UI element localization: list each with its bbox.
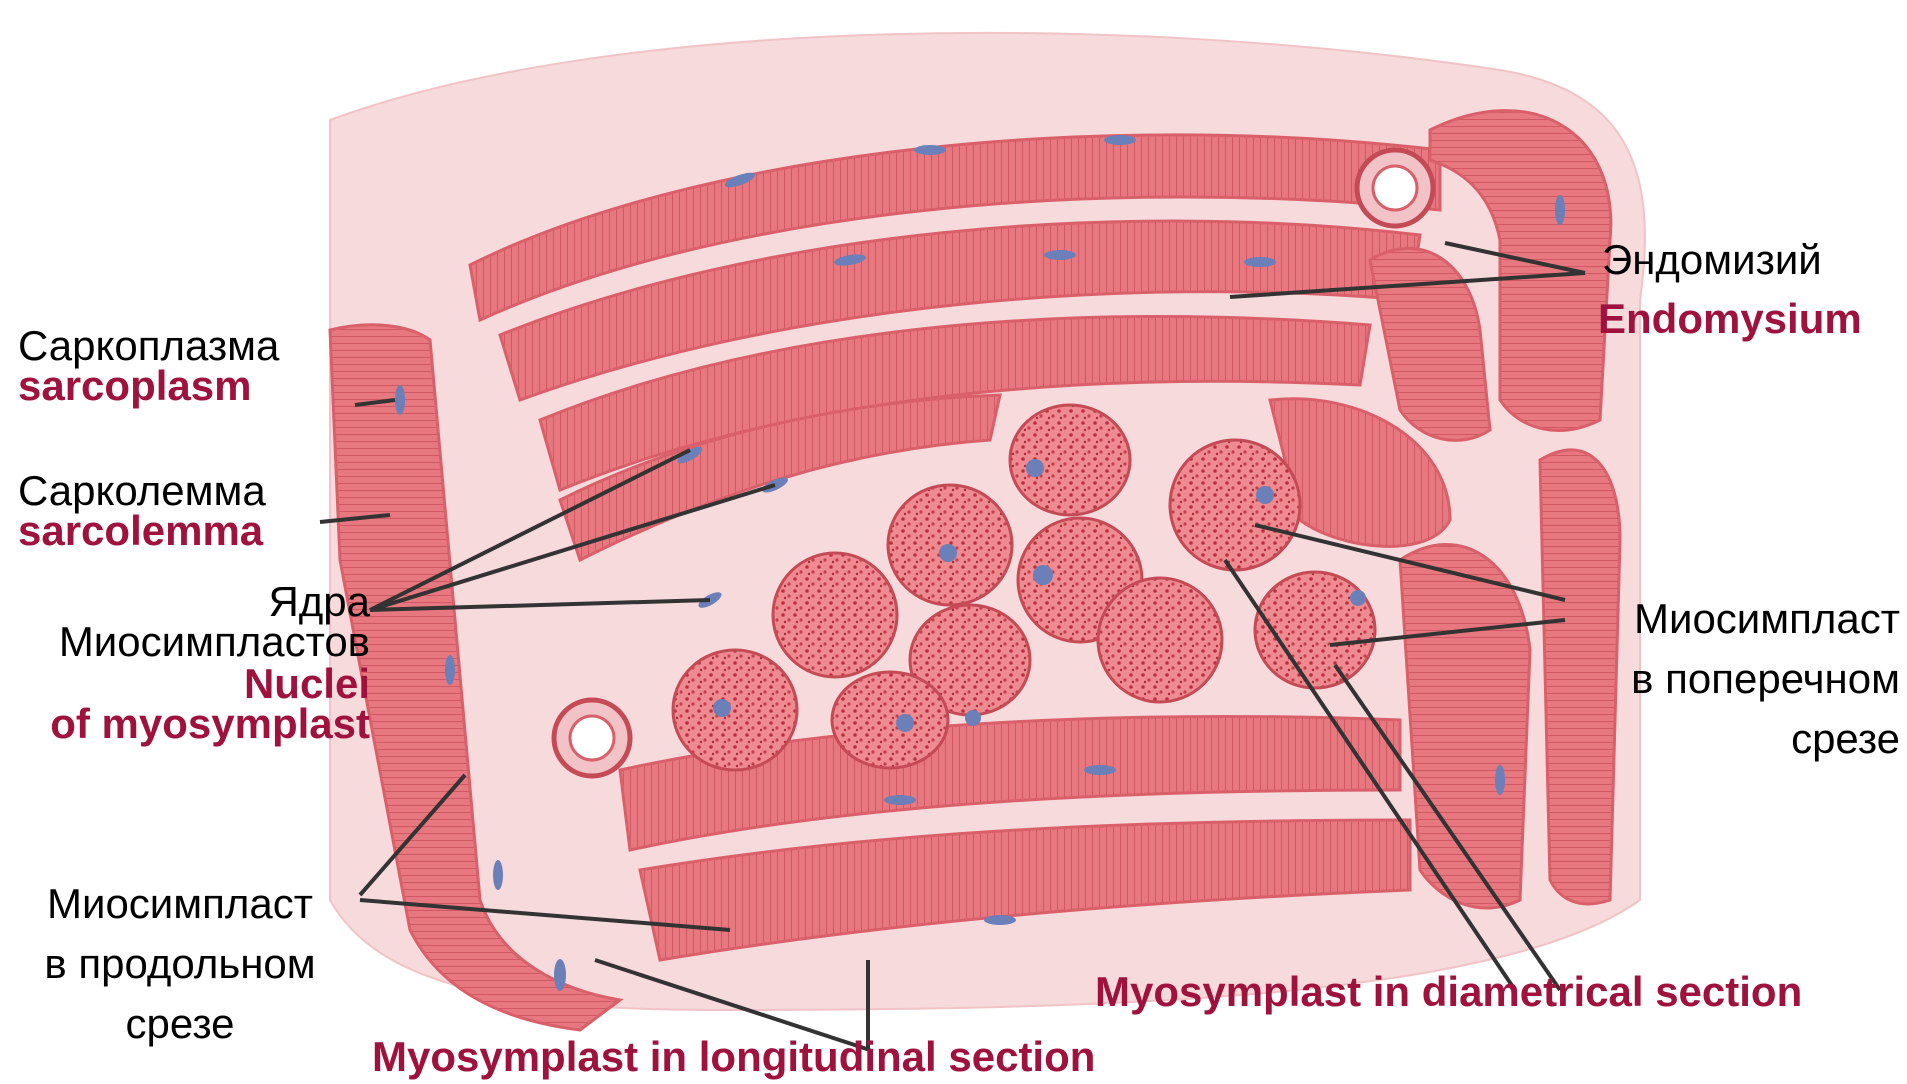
longitudinal-label-en: Myosymplast in longitudinal section [372,1033,1095,1081]
cross-label-en: Myosymplast in diametrical section [1095,968,1802,1016]
cross-label-ru-2: в поперечном [1560,655,1900,703]
nuclei-label-ru-2: Миосимпластов [0,618,370,666]
blood-vessel-left [554,700,630,776]
endomysium-label-ru: Эндомизий [1602,236,1822,284]
longitudinal-label-ru-2: в продольном [10,940,350,988]
nuclei-label-en-2: of myosymplast [0,700,370,748]
cross-label-ru-1: Миосимпласт [1560,595,1900,643]
sarcoplasm-label-en: sarcoplasm [18,362,251,410]
endomysium-label-en: Endomysium [1598,295,1862,343]
longitudinal-label-ru-3: срезе [10,1000,350,1048]
sarcolemma-label-en: sarcolemma [18,507,263,555]
longitudinal-label-ru-1: Миосимпласт [10,880,350,928]
cross-label-ru-3: срезе [1560,715,1900,763]
blood-vessel-top [1357,150,1433,226]
